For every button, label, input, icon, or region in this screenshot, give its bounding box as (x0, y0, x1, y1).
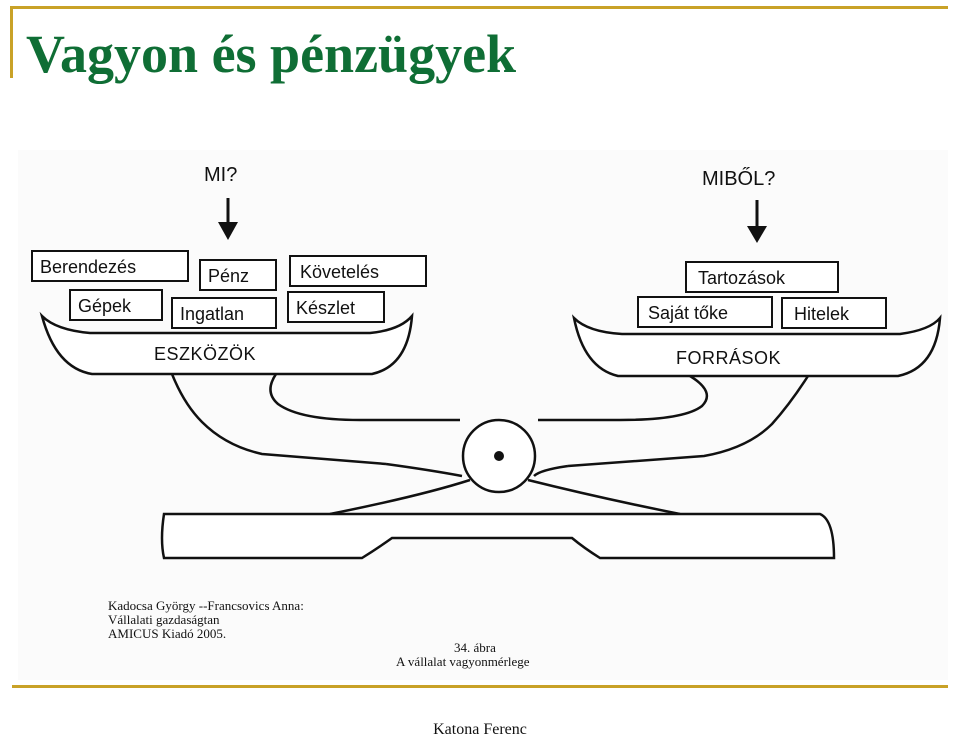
citation-line-1: Kadocsa György --Francsovics Anna: (108, 598, 304, 613)
item-box-keszlet: Készlet (287, 291, 385, 323)
frame-left-line (10, 6, 13, 78)
item-box-gepek: Gépek (69, 289, 163, 321)
item-box-berendezes: Berendezés (31, 250, 189, 282)
right-pan-stem-inner (538, 374, 709, 422)
item-box-koveteles: Követelés (289, 255, 427, 287)
scale-right-leg (527, 478, 681, 516)
svg-text:Hitelek: Hitelek (794, 304, 850, 324)
svg-text:Ingatlan: Ingatlan (180, 304, 244, 324)
right-scale-pan (571, 314, 942, 378)
svg-text:Gépek: Gépek (78, 296, 132, 316)
right-pan-stem (567, 375, 810, 468)
item-box-tartozasok: Tartozások (685, 261, 839, 293)
scale-beam-lower-right (533, 464, 569, 477)
item-box-sajat-toke: Saját tőke (637, 296, 773, 328)
svg-text:Készlet: Készlet (296, 298, 355, 318)
right-pan-label: FORRÁSOK (676, 348, 781, 368)
citation-line-3: AMICUS Kiadó 2005. (108, 626, 226, 641)
footer-author: Katona Ferenc (433, 721, 527, 738)
figure-caption: A vállalat vagyonmérlege (396, 654, 530, 669)
item-box-hitelek: Hitelek (781, 297, 887, 329)
left-pan-stem-inner (269, 373, 460, 422)
frame-top-line (12, 6, 948, 9)
frame-bottom-line (12, 685, 948, 688)
left-pan-stem (170, 373, 387, 466)
scale-beam-lower-left (385, 462, 463, 478)
svg-text:Berendezés: Berendezés (40, 257, 136, 277)
left-down-arrow-icon (218, 198, 238, 240)
figure-number: 34. ábra (454, 640, 496, 655)
scale-pivot-center (494, 451, 504, 461)
left-question-label: MI? (204, 164, 237, 186)
item-box-penz: Pénz (199, 259, 277, 291)
scale-base (160, 512, 836, 560)
citation-line-2: Vállalati gazdaságtan (108, 612, 220, 627)
slide-title: Vagyon és pénzügyek (26, 24, 517, 84)
right-down-arrow-icon (747, 200, 767, 243)
scale-left-leg (329, 478, 471, 516)
svg-text:Követelés: Követelés (300, 262, 379, 282)
svg-text:Pénz: Pénz (208, 266, 249, 286)
right-question-label: MIBŐL? (702, 167, 775, 190)
svg-text:Saját tőke: Saját tőke (648, 303, 728, 323)
svg-text:Tartozások: Tartozások (698, 268, 786, 288)
scanned-figure-background (18, 150, 948, 680)
item-box-ingatlan: Ingatlan (171, 297, 277, 329)
left-scale-pan (39, 311, 414, 376)
left-pan-label: ESZKÖZÖK (154, 344, 256, 364)
